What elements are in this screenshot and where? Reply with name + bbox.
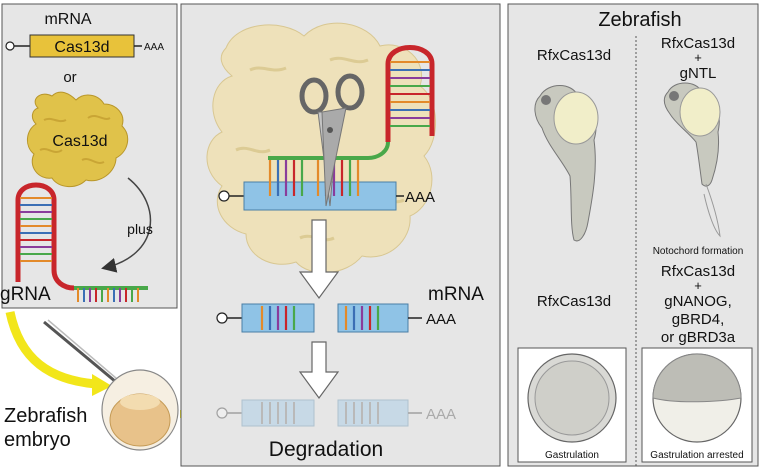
col2b-line5: or gBRD3a bbox=[661, 329, 736, 346]
embryo-label-line1: Zebrafish bbox=[4, 405, 87, 427]
col2b-line3: gNANOG, bbox=[664, 293, 732, 310]
col1b-label: RfxCas13d bbox=[537, 293, 611, 310]
gastrulation-label: Gastrulation bbox=[545, 450, 599, 461]
embryo-injection: Zebrafish embryo bbox=[4, 311, 216, 451]
col2-line1: RfxCas13d bbox=[661, 35, 735, 52]
zebrafish-larva-control-icon bbox=[534, 85, 599, 242]
embryo-label-line2: embryo bbox=[4, 429, 71, 451]
notochord-label: Notochord formation bbox=[653, 246, 744, 257]
grna-label: gRNA bbox=[0, 284, 51, 305]
cap-icon bbox=[5, 41, 15, 51]
middle-panel: AAA bbox=[180, 3, 501, 467]
col2b-line4: gBRD4, bbox=[672, 311, 725, 328]
right-panel-title: Zebrafish bbox=[598, 9, 681, 31]
plus-arrow bbox=[101, 177, 152, 273]
gastrulation-arrested-label: Gastrulation arrested bbox=[650, 450, 743, 461]
yellow-arrowhead bbox=[92, 374, 112, 396]
degradation-label: Degradation bbox=[269, 438, 383, 461]
scissors-icon bbox=[299, 73, 365, 207]
col2b-line1: RfxCas13d bbox=[661, 263, 735, 280]
target-mrna-icon bbox=[218, 160, 404, 211]
zebrafish-larva-gntl-icon bbox=[663, 82, 721, 238]
aaa-label: AAA bbox=[144, 42, 164, 53]
aaa-top: AAA bbox=[405, 189, 435, 206]
yellow-arrow-injection bbox=[5, 311, 97, 389]
col2b-line2: + bbox=[694, 278, 702, 293]
cleaved-mrna-icon bbox=[216, 303, 422, 333]
down-arrow-1 bbox=[298, 219, 340, 300]
aaa-bottom: AAA bbox=[426, 406, 456, 423]
or-label: or bbox=[63, 69, 76, 86]
col2-line3: gNTL bbox=[680, 65, 717, 82]
col2-line2: + bbox=[694, 50, 702, 65]
left-panel: mRNA Cas13d AAA or Cas13d plus bbox=[0, 3, 178, 309]
col1-label: RfxCas13d bbox=[537, 47, 611, 64]
right-panel: Zebrafish RfxCas13d RfxCas13d + gNTL Not… bbox=[507, 3, 759, 467]
degraded-mrna-icon bbox=[216, 399, 422, 427]
mrna-label-middle: mRNA bbox=[428, 284, 484, 305]
mrna-label: mRNA bbox=[44, 11, 91, 28]
cas13d-protein-label: Cas13d bbox=[52, 133, 107, 150]
aaa-mid: AAA bbox=[426, 311, 456, 328]
plus-label: plus bbox=[127, 221, 153, 237]
complex-grna-icon bbox=[268, 45, 435, 160]
cas13d-bar-label: Cas13d bbox=[54, 39, 109, 56]
grna-hairpin-icon bbox=[15, 182, 148, 302]
down-arrow-2 bbox=[298, 341, 340, 400]
